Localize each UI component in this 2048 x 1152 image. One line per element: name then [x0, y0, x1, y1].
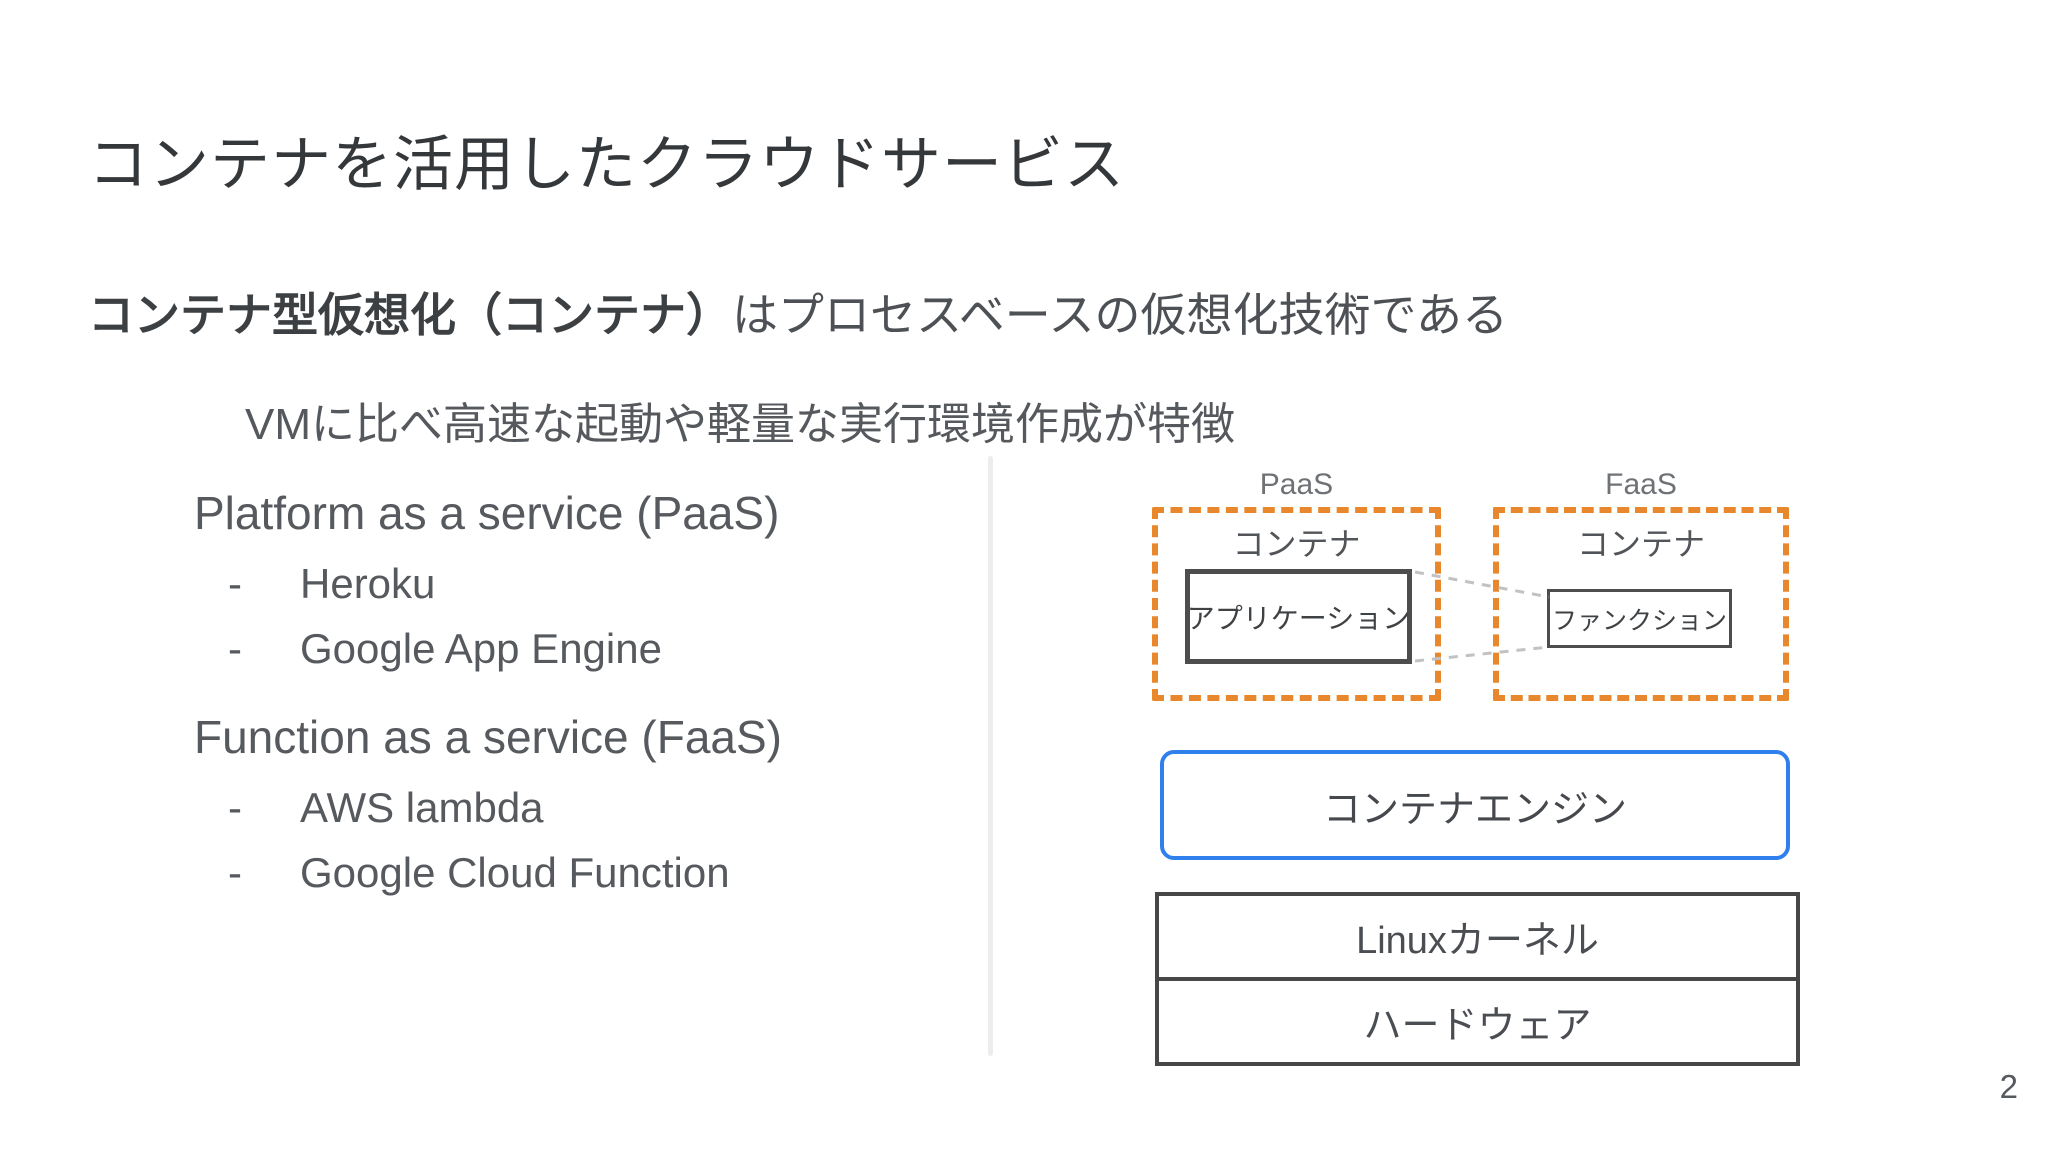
container-engine-box: コンテナエンジン: [1160, 750, 1790, 860]
hardware-box: ハードウェア: [1159, 977, 1796, 1062]
kernel-hardware-stack: Linuxカーネル ハードウェア: [1155, 892, 1800, 1066]
list-item: - AWS lambda: [228, 784, 544, 832]
container-engine-label: コンテナエンジン: [1322, 788, 1627, 831]
list-item: - Heroku: [228, 560, 435, 608]
statement-bold-part: コンテナ型仮想化（コンテナ）: [88, 289, 732, 341]
statement-rest-part: はプロセスベースの仮想化技術である: [732, 289, 1509, 341]
function-box: ファンクション: [1547, 589, 1732, 648]
linux-kernel-label: Linuxカーネル: [1356, 920, 1599, 962]
list-item: - Google App Engine: [228, 625, 662, 673]
application-box-label: アプリケーション: [1186, 602, 1411, 634]
faas-container-box: [1493, 507, 1789, 701]
page-number: 2: [1999, 1068, 2018, 1105]
list-item-label: Google Cloud Function: [300, 849, 730, 896]
list-item-label: AWS lambda: [300, 784, 544, 831]
paas-list-heading: Platform as a service (PaaS): [194, 487, 780, 539]
paas-container-label: コンテナ: [1232, 526, 1361, 562]
hardware-label: ハードウェア: [1363, 1005, 1592, 1047]
application-box: アプリケーション: [1185, 569, 1412, 664]
content-divider: [988, 456, 993, 1056]
linux-kernel-box: Linuxカーネル: [1159, 896, 1796, 977]
bullet-dash: -: [228, 784, 242, 831]
bullet-dash: -: [228, 625, 242, 672]
vm-subpoint: VMに比べ高速な起動や軽量な実行環境作成が特徴: [245, 400, 1235, 449]
list-item: - Google Cloud Function: [228, 849, 730, 897]
diagram-paas-label: PaaS: [1259, 468, 1334, 501]
function-box-label: ファンクション: [1551, 606, 1727, 635]
bullet-dash: -: [228, 560, 242, 607]
faas-list-heading: Function as a service (FaaS): [194, 711, 783, 763]
list-item-label: Google App Engine: [300, 625, 662, 672]
paas-container-box: [1152, 507, 1441, 701]
bullet-dash: -: [228, 849, 242, 896]
list-item-label: Heroku: [300, 560, 436, 607]
statement-line: コンテナ型仮想化（コンテナ）はプロセスベースの仮想化技術である: [88, 279, 1508, 345]
slide-title: コンテナを活用したクラウドサービス: [88, 131, 1125, 198]
faas-container-label: コンテナ: [1576, 526, 1705, 562]
diagram-faas-label: FaaS: [1605, 468, 1677, 501]
